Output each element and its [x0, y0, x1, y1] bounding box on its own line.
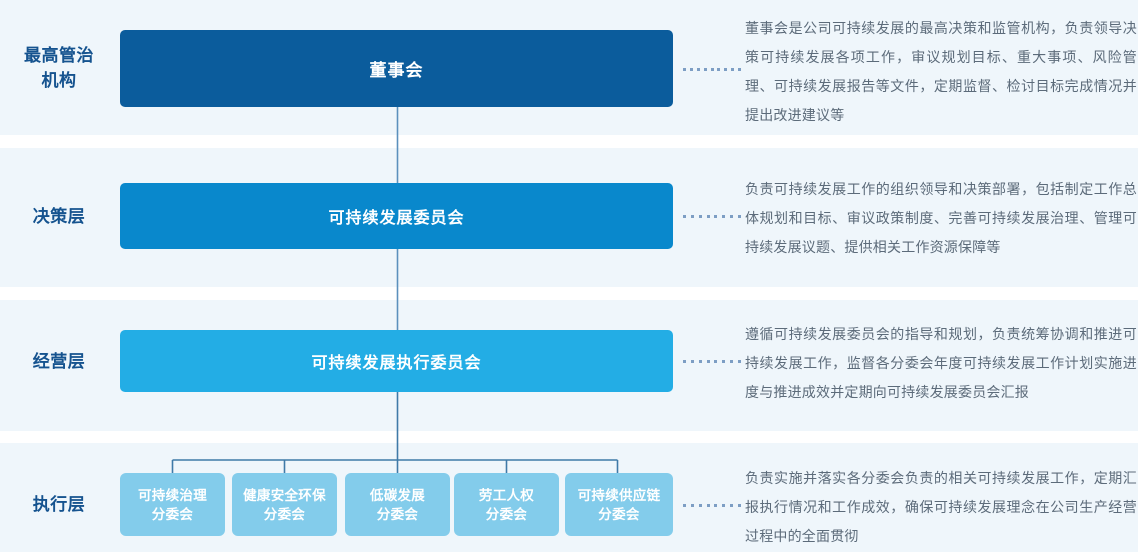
- level-label-management: 经营层: [0, 349, 118, 374]
- subcommittee-label-line2: 分委会: [376, 506, 419, 522]
- subcommittee-label-line1: 可持续治理: [138, 487, 207, 503]
- node-label: 可持续发展委员会: [328, 210, 465, 227]
- subcommittee-label-line1: 健康安全环保: [243, 487, 326, 503]
- level-label-line1: 经营层: [32, 352, 86, 371]
- level-label-line2: 机构: [41, 71, 77, 90]
- dotted-connector-row-2: [683, 356, 741, 366]
- node-sustainability-committee[interactable]: 可持续发展委员会: [120, 183, 673, 249]
- node-sustainability-executive-committee[interactable]: 可持续发展执行委员会: [120, 330, 673, 392]
- node-subcommittee-sustainable-governance[interactable]: 可持续治理 分委会: [120, 473, 225, 536]
- node-subcommittee-health-safety-environment[interactable]: 健康安全环保 分委会: [232, 473, 337, 536]
- node-subcommittee-labor-human-rights[interactable]: 劳工人权 分委会: [454, 473, 559, 536]
- subcommittee-label-line2: 分委会: [485, 506, 528, 522]
- dotted-connector-row-3: [683, 500, 741, 510]
- node-board-of-directors[interactable]: 董事会: [120, 30, 673, 107]
- description-execution: 负责实施并落实各分委会负责的相关可持续发展工作，定期汇报执行情况和工作成效，确保…: [745, 470, 1137, 544]
- description-management: 遵循可持续发展委员会的指导和规划，负责统筹协调和推进可持续发展工作，监督各分委会…: [745, 326, 1137, 400]
- subcommittee-label-line2: 分委会: [598, 506, 640, 522]
- dotted-connector-row-0: [683, 64, 741, 74]
- node-label: 董事会: [369, 61, 424, 80]
- subcommittee-label-line1: 可持续供应链: [577, 487, 661, 503]
- level-label-execution: 执行层: [0, 492, 118, 517]
- subcommittee-label-line1: 劳工人权: [478, 487, 535, 503]
- node-subcommittee-low-carbon-development[interactable]: 低碳发展 分委会: [345, 473, 450, 536]
- node-subcommittee-sustainable-supply-chain[interactable]: 可持续供应链 分委会: [565, 473, 673, 536]
- subcommittee-label-line2: 分委会: [151, 506, 194, 522]
- description-top-governance: 董事会是公司可持续发展的最高决策和监管机构，负责领导决策可持续发展各项工作，审议…: [745, 20, 1137, 123]
- level-label-line1: 执行层: [32, 495, 86, 514]
- subcommittee-label-line1: 低碳发展: [369, 487, 426, 503]
- subcommittee-label-line2: 分委会: [263, 506, 306, 522]
- level-label-line1: 决策层: [32, 207, 86, 226]
- level-label-decision: 决策层: [0, 204, 118, 229]
- level-label-line1: 最高管治: [24, 46, 94, 65]
- node-label: 可持续发展执行委员会: [311, 355, 482, 372]
- level-label-top-governance: 最高管治 机构: [0, 43, 118, 93]
- dotted-connector-row-1: [683, 211, 741, 221]
- description-decision: 负责可持续发展工作的组织领导和决策部署，包括制定工作总体规划和目标、审议政策制度…: [745, 181, 1137, 255]
